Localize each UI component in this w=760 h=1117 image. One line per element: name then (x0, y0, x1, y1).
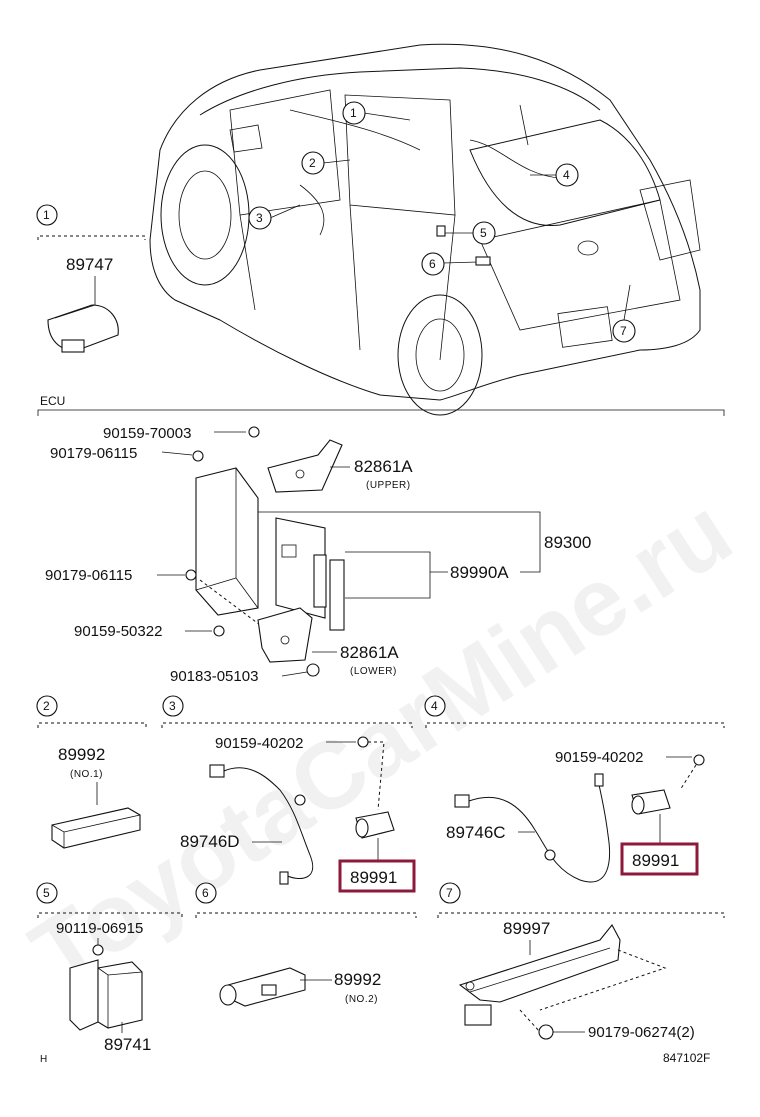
bolt-s4-icon (693, 754, 705, 766)
bolt-90159-50322-label: 90159-50322 (74, 623, 162, 640)
assembly-89300-label: 89300 (544, 533, 591, 552)
upper-note: (UPPER) (366, 480, 411, 491)
nut-upper-icon (192, 450, 204, 462)
section-2-number: 2 (43, 699, 50, 713)
car-illustration (149, 43, 701, 416)
callout-5-label: 5 (480, 226, 487, 240)
bolt-upper-icon (248, 426, 260, 438)
highlight-89991-s3 (338, 859, 416, 893)
callout-2-label: 2 (309, 156, 316, 170)
callout-7: 7 (612, 284, 636, 343)
callout-6-label: 6 (429, 257, 436, 271)
section-2: 2 89992 (NO.1) (36, 695, 147, 849)
section-1-number: 1 (43, 208, 50, 222)
callout-1-label: 1 (350, 106, 357, 120)
nut-lower-icon (185, 569, 197, 581)
section-1: 1 89747 (36, 204, 146, 353)
bolt-90159-70003-label: 90159-70003 (103, 425, 191, 442)
ecu-label: ECU (40, 394, 65, 408)
callout-2: 2 (301, 151, 351, 175)
harness-89746d-label: 89746D (180, 832, 240, 851)
bolt-90159-40202-s3-label: 90159-40202 (215, 735, 303, 752)
harness-89746c-shape (454, 773, 611, 883)
part-89997-shape (458, 924, 621, 1026)
corner-mark: H (40, 1054, 48, 1065)
harness-89746d-shape (209, 764, 313, 885)
section-5-number: 5 (43, 886, 50, 900)
bolt-s3-icon (357, 736, 369, 748)
nut-s7-icon (538, 1024, 554, 1040)
bolt-90159-40202-s4-label: 90159-40202 (555, 749, 643, 766)
part-89992-no2-label: 89992 (334, 970, 381, 989)
ecu-section: ECU 90159-70003 90179-06115 82861A (UPPE… (37, 394, 725, 685)
bolt-90119-06915-label: 90119-06915 (56, 920, 143, 937)
part-89992-no2-shape (219, 967, 306, 1007)
bracket-lower-shape (257, 607, 313, 663)
circuit-board-shape (275, 517, 345, 631)
section-6-number: 6 (202, 886, 209, 900)
section-3-number: 3 (169, 699, 176, 713)
callout-1: 1 (342, 101, 411, 125)
part-89741-shape (69, 959, 143, 1031)
board-89990a-label: 89990A (450, 563, 509, 582)
sensor-89991-s4-shape (631, 789, 671, 815)
callout-4-label: 4 (563, 168, 570, 182)
bracket-upper-shape (267, 439, 343, 493)
section-6: 6 89992 (NO.2) (195, 882, 417, 1007)
part-89747-shape (47, 304, 119, 353)
part-89992-no1-note: (NO.1) (70, 769, 103, 780)
callout-7-label: 7 (620, 324, 627, 338)
callout-4: 4 (530, 163, 579, 187)
sensor-89991-s4-label: 89991 (632, 851, 679, 870)
nut-90179-06274-label: 90179-06274(2) (588, 1024, 695, 1041)
lower-note: (LOWER) (350, 666, 397, 677)
section-7-number: 7 (446, 886, 453, 900)
bolt-lower-icon (213, 625, 225, 637)
sensor-89991-s3-label: 89991 (350, 868, 397, 887)
section-5: 5 90119-06915 89741 (36, 882, 183, 1054)
part-89992-no1-shape (51, 807, 141, 849)
callout-5: 5 (436, 221, 496, 245)
part-89747-label: 89747 (66, 255, 113, 274)
nut-90179-06115-upper-label: 90179-06115 (50, 445, 137, 462)
part-89741-label: 89741 (104, 1035, 151, 1054)
bracket-82861a-lower-label: 82861A (340, 643, 399, 662)
callout-6: 6 (421, 252, 491, 276)
highlight-89991-s4 (620, 842, 699, 876)
sensor-89991-s3-shape (355, 811, 395, 839)
section-4: 4 90159-40202 89746C 89991 (424, 695, 725, 883)
bracket-82861a-upper-label: 82861A (354, 457, 413, 476)
nut-90183-05103-label: 90183-05103 (170, 668, 258, 685)
ecu-box-shape (195, 467, 259, 616)
section-3: 3 90159-40202 89746D 89991 (161, 695, 416, 893)
callout-3: 3 (248, 204, 301, 230)
bolt-s5-icon (92, 944, 104, 956)
nut-90179-06115-lower-label: 90179-06115 (45, 567, 132, 584)
harness-89746c-label: 89746C (446, 823, 506, 842)
diagram-code: 847102F (663, 1051, 710, 1065)
section-4-number: 4 (431, 699, 438, 713)
section-7: 7 89997 90179-06274(2) (437, 882, 725, 1041)
callout-3-label: 3 (256, 211, 263, 225)
part-89997-label: 89997 (503, 919, 550, 938)
part-89992-no1-label: 89992 (58, 745, 105, 764)
part-89992-no2-note: (NO.2) (345, 994, 378, 1005)
nut-bottom-icon (306, 663, 320, 677)
